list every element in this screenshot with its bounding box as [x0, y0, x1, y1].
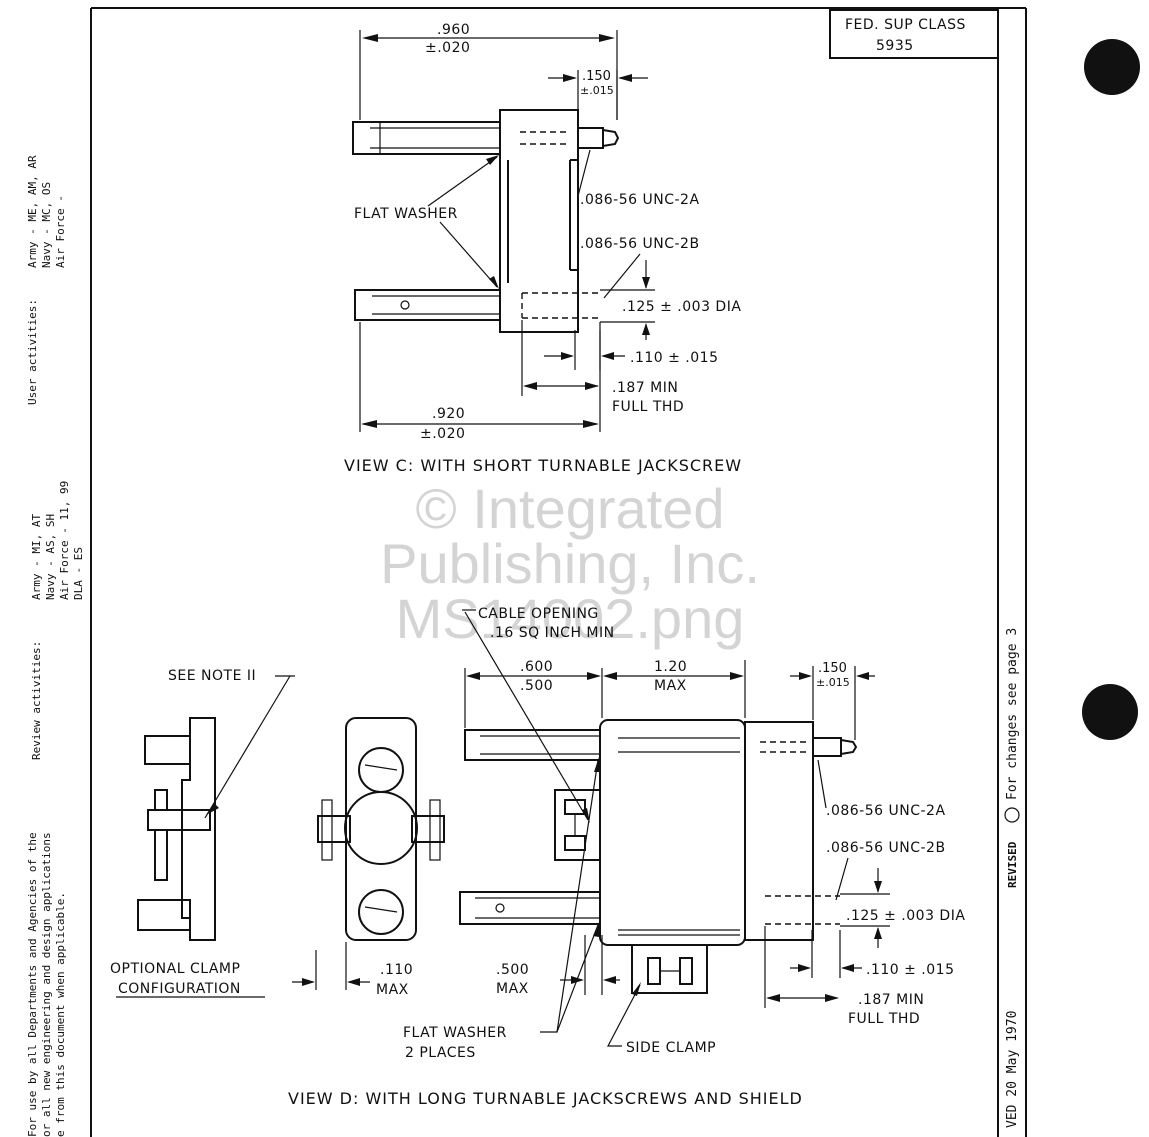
punch-hole-bottom — [1082, 684, 1138, 740]
view-c-body — [499, 109, 579, 333]
optional-clamp-drawing — [137, 675, 295, 941]
view-d-dim-150-tol: ±.015 — [816, 676, 850, 689]
revised-label: REVISED — [1006, 841, 1019, 888]
punch-hole-top — [1084, 39, 1140, 95]
use-note-1: For use by all Departments and Agencies … — [26, 832, 39, 1137]
view-c-upper-jackscrew — [352, 121, 501, 155]
view-d-dim-110-max: .110 — [380, 962, 413, 978]
view-d-max: MAX — [654, 678, 687, 694]
view-d-two-places: 2 PLACES — [405, 1045, 476, 1061]
view-d-dia: .125 ± .003 DIA — [846, 908, 965, 924]
right-margin-notes: REVISED For changes see page 3 VED 20 Ma… — [1004, 628, 1020, 1128]
view-d-optional-1: OPTIONAL CLAMP — [110, 961, 240, 977]
fsc-box: FED. SUP CLASS 5935 — [829, 9, 999, 59]
view-c-full-thd: FULL THD — [612, 399, 684, 415]
review-airforce: Air Force - 11, 99 — [58, 481, 71, 600]
view-d-dim-150: .150 — [818, 661, 847, 676]
fsc-label: FED. SUP CLASS — [845, 17, 966, 33]
view-d-shield — [599, 719, 746, 946]
left-margin-notes: User activities: Army - ME, AM, AR Navy … — [26, 155, 85, 1137]
use-note-2: or all new engineering and design applic… — [40, 832, 53, 1137]
view-d-dim-500-max: .500 — [496, 962, 529, 978]
view-d-cable-opening: CABLE OPENING — [478, 606, 599, 622]
view-d-lower-jackscrew — [459, 891, 601, 925]
view-c-dia: .125 ± .003 DIA — [622, 299, 741, 315]
view-d-caption: VIEW D: WITH LONG TURNABLE JACKSCREWS AN… — [288, 1089, 803, 1108]
view-d-dim-600: .600 — [520, 659, 553, 675]
watermark-line3: MS14002.png — [396, 587, 745, 650]
view-d-side-clamp — [631, 944, 708, 994]
view-d-side-clamp-label: SIDE CLAMP — [626, 1040, 716, 1056]
front-clamp-drawing — [317, 717, 445, 941]
view-d-max2: MAX — [376, 982, 409, 998]
view-c-thread-2b: .086-56 UNC-2B — [580, 236, 700, 252]
view-d: SEE NOTE II OPTIONAL CLAMP CONFIGURATION… — [110, 606, 965, 1108]
view-c-min-thd: .187 MIN — [612, 380, 678, 396]
view-d-thread-2a: .086-56 UNC-2A — [826, 803, 946, 819]
view-c-flat-washer: FLAT WASHER — [354, 206, 458, 222]
view-c: .960 ±.020 .150 ±.015 FLAT WASHER .086-5… — [344, 22, 742, 475]
watermark-line1: © Integrated — [415, 477, 724, 540]
view-c-caption: VIEW C: WITH SHORT TURNABLE JACKSCREW — [344, 456, 742, 475]
view-d-connector-body — [744, 721, 814, 941]
view-d-min-thd: .187 MIN — [858, 992, 924, 1008]
view-d-thread-2b: .086-56 UNC-2B — [826, 840, 946, 856]
review-army: Army - MI, AT — [30, 514, 43, 600]
view-d-upper-jackscrew — [464, 729, 601, 761]
view-c-lower-jackscrew — [354, 289, 501, 321]
review-navy: Navy - AS, SH — [44, 514, 57, 600]
use-note-3: e from this document when applicable. — [54, 892, 67, 1137]
view-c-dim-110: .110 ± .015 — [630, 350, 718, 366]
view-c-dim-960-tol: ±.020 — [425, 40, 470, 56]
review-activities-label: Review activities: — [30, 641, 43, 760]
view-c-thread-2a: .086-56 UNC-2A — [580, 192, 700, 208]
view-c-dim-150: .150 — [582, 69, 611, 84]
view-c-dim-960: .960 — [437, 22, 470, 38]
view-d-cable-opening-size: .16 SQ INCH MIN — [490, 625, 615, 641]
view-c-dim-920: .920 — [432, 406, 465, 422]
view-d-dim-110: .110 ± .015 — [866, 962, 954, 978]
view-d-full-thd: FULL THD — [848, 1011, 920, 1027]
view-d-dim-120: 1.20 — [654, 659, 687, 675]
user-airforce: Air Force - — [54, 195, 67, 268]
view-d-see-note: SEE NOTE II — [168, 668, 256, 684]
review-dla: DLA - ES — [72, 547, 85, 600]
watermark: © Integrated Publishing, Inc. MS14002.pn… — [380, 477, 760, 650]
user-activities-label: User activities: — [26, 299, 39, 405]
view-d-max3: MAX — [496, 981, 529, 997]
view-c-dim-150-tol: ±.015 — [580, 84, 614, 97]
view-d-optional-2: CONFIGURATION — [118, 981, 241, 997]
user-army: Army - ME, AM, AR — [26, 155, 39, 268]
user-navy: Navy - MC, OS — [40, 182, 53, 268]
view-d-dim-500: .500 — [520, 678, 553, 694]
watermark-line2: Publishing, Inc. — [380, 532, 760, 595]
view-c-dim-920-tol: ±.020 — [420, 426, 465, 442]
view-d-flat-washer: FLAT WASHER — [403, 1025, 507, 1041]
revised-note: For changes see page 3 — [1005, 628, 1020, 800]
approved-date: VED 20 May 1970 — [1005, 1011, 1020, 1128]
fsc-value: 5935 — [876, 38, 914, 54]
revision-c-circle — [1004, 807, 1020, 823]
